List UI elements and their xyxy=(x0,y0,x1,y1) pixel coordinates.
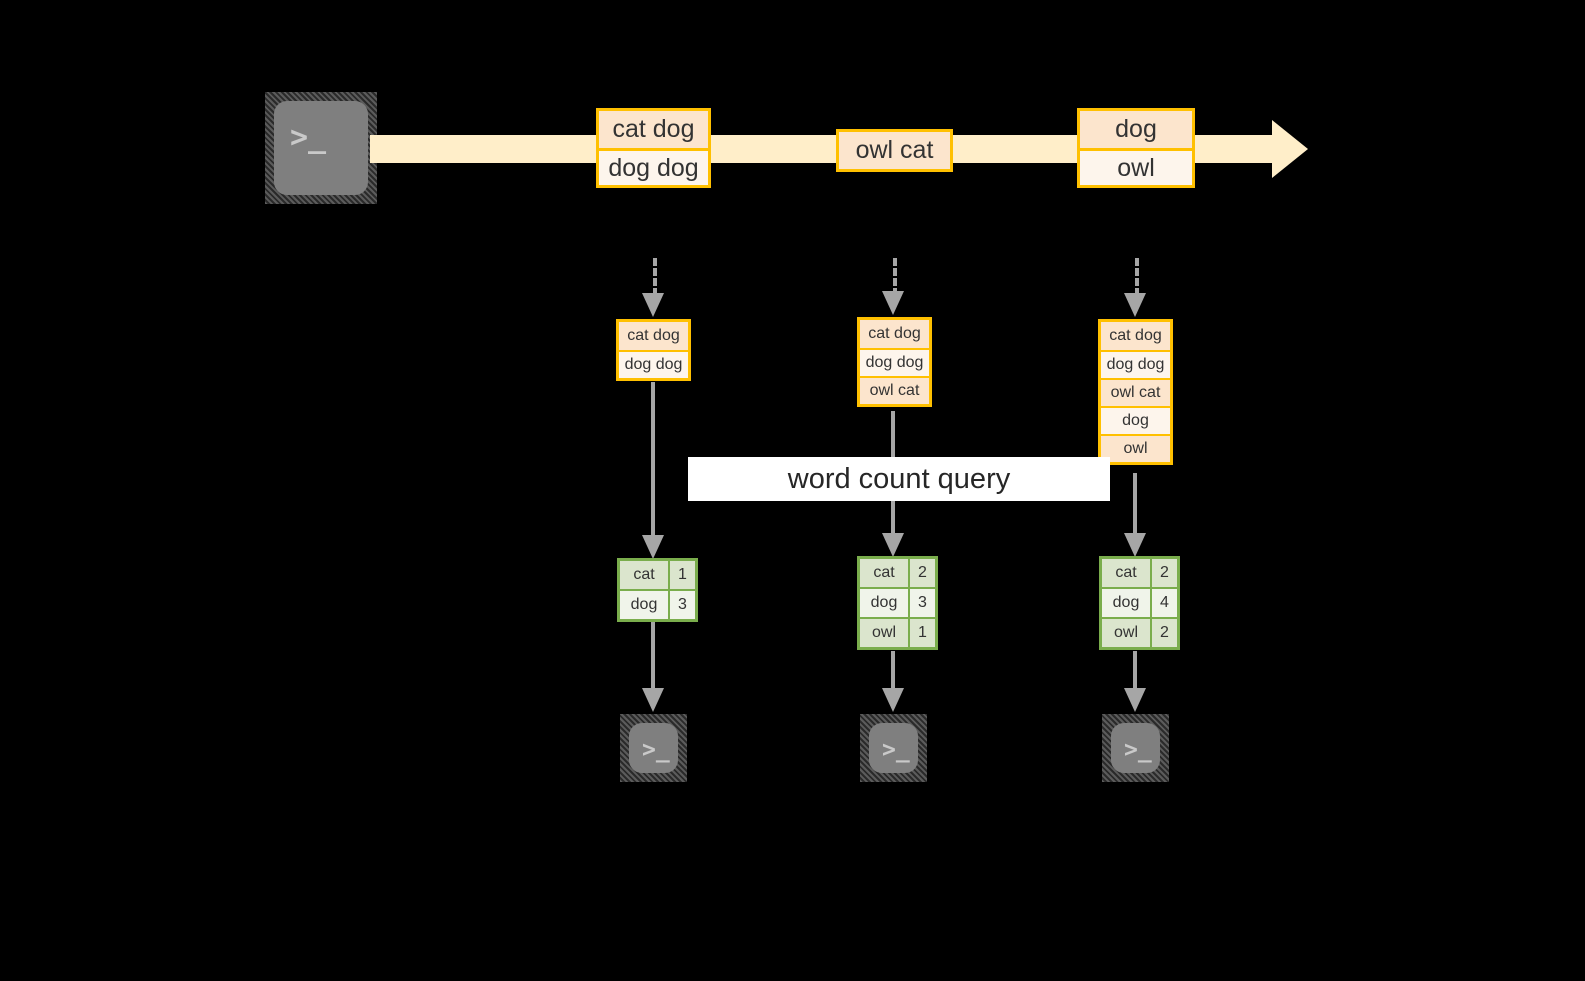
terminal-screen: >_ xyxy=(274,101,368,195)
snapshot-1-query-arrowhead xyxy=(642,535,664,559)
result-row: owl 2 xyxy=(1102,617,1177,647)
snapshot-2-input-table: cat dog dog dog owl cat xyxy=(857,317,932,407)
terminal-prompt-glyph: >_ xyxy=(1124,737,1152,763)
result-count: 2 xyxy=(1150,559,1177,587)
terminal-prompt-glyph: >_ xyxy=(642,737,670,763)
stream-record-line: dog dog xyxy=(599,148,708,185)
snapshot-3-sink-terminal-icon: >_ xyxy=(1102,714,1169,782)
snapshot-3-query-line xyxy=(1133,473,1137,545)
result-count: 3 xyxy=(668,591,695,619)
result-word: dog xyxy=(620,591,668,619)
stream-tap-arrowhead-1 xyxy=(642,293,664,317)
result-row: dog 4 xyxy=(1102,587,1177,617)
input-row: cat dog xyxy=(1101,322,1170,350)
snapshot-2-result-table: cat 2 dog 3 owl 1 xyxy=(857,556,938,650)
result-count: 1 xyxy=(908,619,935,647)
snapshot-2-sink-line xyxy=(891,651,895,696)
terminal-screen: >_ xyxy=(1111,723,1160,773)
result-count: 2 xyxy=(1150,619,1177,647)
snapshot-1-result-table: cat 1 dog 3 xyxy=(617,558,698,622)
result-word: cat xyxy=(860,559,908,587)
stream-tap-line-1 xyxy=(653,258,657,296)
snapshot-1-sink-line xyxy=(651,622,655,694)
result-word: dog xyxy=(1102,589,1150,617)
result-row: cat 1 xyxy=(620,561,695,589)
result-word: owl xyxy=(1102,619,1150,647)
stream-record-2: owl cat xyxy=(836,129,953,172)
stream-tap-line-2 xyxy=(893,258,897,296)
terminal-screen: >_ xyxy=(869,723,918,773)
snapshot-3-input-table: cat dog dog dog owl cat dog owl xyxy=(1098,319,1173,465)
result-word: owl xyxy=(860,619,908,647)
result-word: cat xyxy=(1102,559,1150,587)
result-row: owl 1 xyxy=(860,617,935,647)
result-count: 1 xyxy=(668,561,695,589)
stream-record-1: cat dog dog dog xyxy=(596,108,711,188)
input-row: dog dog xyxy=(1101,350,1170,378)
snapshot-3-sink-arrowhead xyxy=(1124,688,1146,712)
result-word: cat xyxy=(620,561,668,589)
source-terminal-icon: >_ xyxy=(265,92,377,204)
terminal-prompt-glyph: >_ xyxy=(882,737,910,763)
snapshot-1-query-line xyxy=(651,382,655,547)
terminal-prompt-glyph: >_ xyxy=(290,120,327,155)
stream-tap-arrowhead-2 xyxy=(882,291,904,315)
snapshot-3-result-table: cat 2 dog 4 owl 2 xyxy=(1099,556,1180,650)
result-row: cat 2 xyxy=(860,559,935,587)
input-row: dog dog xyxy=(860,348,929,376)
snapshot-1-input-table: cat dog dog dog xyxy=(616,319,691,381)
stream-record-line: cat dog xyxy=(599,111,708,148)
snapshot-2-sink-terminal-icon: >_ xyxy=(860,714,927,782)
input-row: dog dog xyxy=(619,350,688,378)
input-row: dog xyxy=(1101,406,1170,434)
result-row: dog 3 xyxy=(620,589,695,619)
snapshot-1-sink-terminal-icon: >_ xyxy=(620,714,687,782)
stream-record-line: owl xyxy=(1080,148,1192,185)
stream-arrow-head xyxy=(1272,120,1308,178)
terminal-screen: >_ xyxy=(629,723,678,773)
input-row: owl cat xyxy=(860,376,929,404)
stream-record-line: dog xyxy=(1080,111,1192,148)
snapshot-2-query-arrowhead xyxy=(882,533,904,557)
snapshot-2-sink-arrowhead xyxy=(882,688,904,712)
snapshot-3-sink-line xyxy=(1133,651,1137,696)
result-word: dog xyxy=(860,589,908,617)
result-count: 3 xyxy=(908,589,935,617)
result-row: cat 2 xyxy=(1102,559,1177,587)
result-count: 4 xyxy=(1150,589,1177,617)
snapshot-3-query-arrowhead xyxy=(1124,533,1146,557)
stream-tap-arrowhead-3 xyxy=(1124,293,1146,317)
snapshot-1-sink-arrowhead xyxy=(642,688,664,712)
stream-record-line: owl cat xyxy=(839,132,950,169)
input-row: owl xyxy=(1101,434,1170,462)
stream-record-3: dog owl xyxy=(1077,108,1195,188)
query-label-band: word count query xyxy=(688,457,1110,501)
input-row: cat dog xyxy=(860,320,929,348)
input-row: cat dog xyxy=(619,322,688,350)
input-row: owl cat xyxy=(1101,378,1170,406)
stream-tap-line-3 xyxy=(1135,258,1139,296)
query-label-text: word count query xyxy=(787,462,1011,495)
result-count: 2 xyxy=(908,559,935,587)
result-row: dog 3 xyxy=(860,587,935,617)
